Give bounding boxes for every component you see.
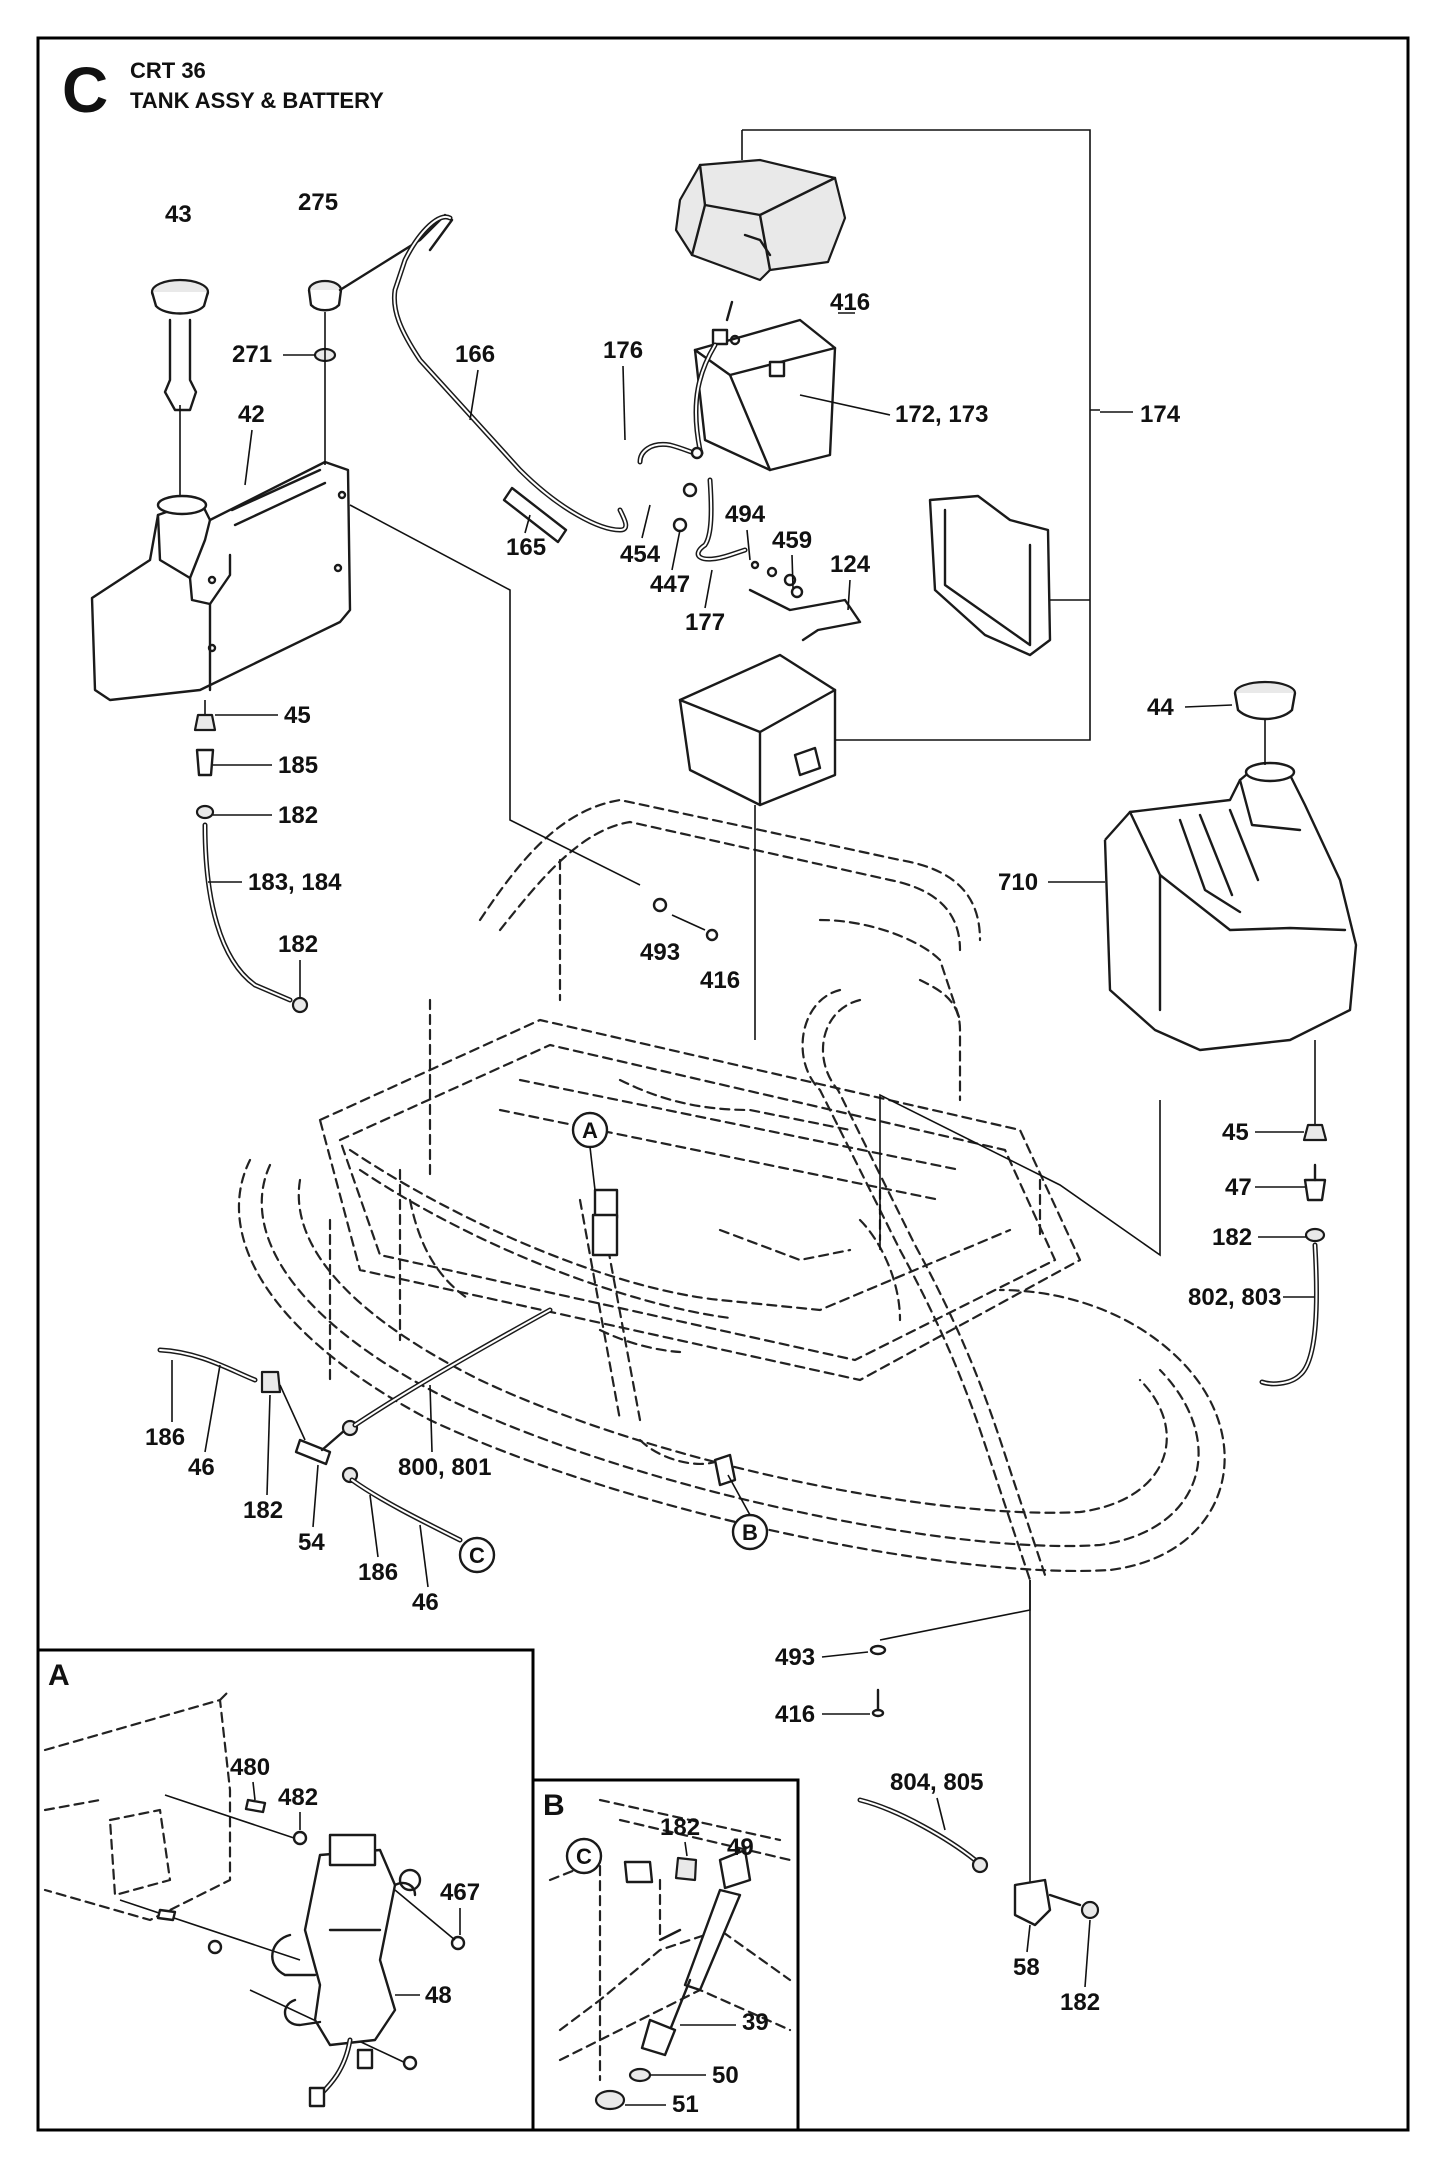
label-b-49: 49 <box>727 1834 754 1861</box>
label-271: 271 <box>232 341 272 368</box>
label-182-b: 182 <box>278 931 318 958</box>
label-b-51: 51 <box>672 2091 699 2118</box>
callout-a: A <box>571 1111 609 1191</box>
label-45-left: 45 <box>284 702 311 729</box>
fuel-pump-mount <box>591 1188 619 1257</box>
battery-cover <box>674 158 847 282</box>
inset-b-letter: B <box>543 1789 565 1822</box>
label-182-a: 182 <box>278 802 318 829</box>
svg-text:C: C <box>469 1543 485 1568</box>
svg-text:A: A <box>582 1118 598 1143</box>
inset-b <box>531 1778 800 2132</box>
section-title: TANK ASSY & BATTERY <box>130 88 384 113</box>
fuel-cap-43 <box>150 278 210 412</box>
label-804-805: 804, 805 <box>890 1769 983 1796</box>
bolt-416-top <box>652 897 719 942</box>
label-b-182: 182 <box>660 1814 700 1841</box>
inset-a-letter: A <box>48 1659 70 1692</box>
svg-text:C: C <box>576 1844 592 1869</box>
battery-172 <box>693 300 891 472</box>
bolt-416-bottom <box>869 1580 1031 1718</box>
fuel-tank-42 <box>90 460 352 702</box>
label-174: 174 <box>1140 401 1181 428</box>
svg-text:B: B <box>742 1520 758 1545</box>
label-b-50: 50 <box>712 2062 739 2089</box>
label-275: 275 <box>298 189 338 216</box>
label-47: 47 <box>1225 1174 1252 1201</box>
label-48: 48 <box>425 1982 452 2009</box>
label-44: 44 <box>1147 694 1174 721</box>
label-177: 177 <box>685 609 725 636</box>
label-454: 454 <box>620 541 661 568</box>
label-480: 480 <box>230 1754 270 1781</box>
vent-hose-166 <box>391 214 629 544</box>
lower-left-fuel-lines <box>157 1307 553 1543</box>
label-58: 58 <box>1013 1954 1040 1981</box>
label-124: 124 <box>830 551 871 578</box>
right-fuel-fittings <box>1259 1123 1328 1387</box>
fuel-tank-710 <box>1103 761 1358 1052</box>
label-802-803: 802, 803 <box>1188 1284 1281 1311</box>
inset-b-labels: B 182 49 39 50 51 <box>543 1789 769 2118</box>
label-447: 447 <box>650 571 690 598</box>
label-494: 494 <box>725 501 766 528</box>
label-186-b: 186 <box>358 1559 398 1586</box>
label-166: 166 <box>455 341 495 368</box>
fuel-gauge-275 <box>307 213 454 465</box>
label-186-a: 186 <box>145 1424 185 1451</box>
label-54: 54 <box>298 1529 325 1556</box>
section-letter: C <box>62 54 108 126</box>
label-493-top: 493 <box>640 939 680 966</box>
left-fuel-fittings <box>193 700 309 1014</box>
bracket-174 <box>742 129 1100 741</box>
label-416-mid: 416 <box>700 967 740 994</box>
battery-tray <box>678 653 837 807</box>
label-416-top: 416 <box>830 289 870 316</box>
label-482: 482 <box>278 1784 318 1811</box>
inset-a <box>36 1648 535 2132</box>
chassis-frame <box>237 798 1226 1582</box>
label-176: 176 <box>603 337 643 364</box>
label-459: 459 <box>772 527 812 554</box>
label-182-d: 182 <box>1060 1989 1100 2016</box>
label-172-173: 172, 173 <box>895 401 988 428</box>
label-45-right: 45 <box>1222 1119 1249 1146</box>
fitting-b <box>713 1453 751 1516</box>
label-800-801: 800, 801 <box>398 1454 491 1481</box>
label-46-b: 46 <box>412 1589 439 1616</box>
battery-cables <box>637 342 862 642</box>
label-43: 43 <box>165 201 192 228</box>
fuel-cap-44 <box>1233 680 1297 721</box>
inset-a-labels: A 480 482 467 48 <box>48 1659 480 2009</box>
label-710: 710 <box>998 869 1038 896</box>
part-labels: 43 275 271 166 42 165 176 416 172, 173 1… <box>145 189 1315 2016</box>
label-183-184: 183, 184 <box>248 869 342 896</box>
label-46-a: 46 <box>188 1454 215 1481</box>
label-467: 467 <box>440 1879 480 1906</box>
inset-b-callout-c: C <box>565 1837 603 1875</box>
label-182-c: 182 <box>243 1497 283 1524</box>
label-493-bottom: 493 <box>775 1644 815 1671</box>
filter-58 <box>857 1580 1100 1927</box>
label-42: 42 <box>238 401 265 428</box>
label-416-bottom: 416 <box>775 1701 815 1728</box>
callout-c: C <box>458 1536 496 1574</box>
model-name: CRT 36 <box>130 58 206 83</box>
label-185: 185 <box>278 752 318 779</box>
label-165: 165 <box>506 534 546 561</box>
callout-b: B <box>731 1513 769 1551</box>
label-b-39: 39 <box>742 2009 769 2036</box>
section-header: C CRT 36 TANK ASSY & BATTERY <box>62 54 384 126</box>
label-182-right: 182 <box>1212 1224 1252 1251</box>
battery-strap <box>928 494 1052 657</box>
